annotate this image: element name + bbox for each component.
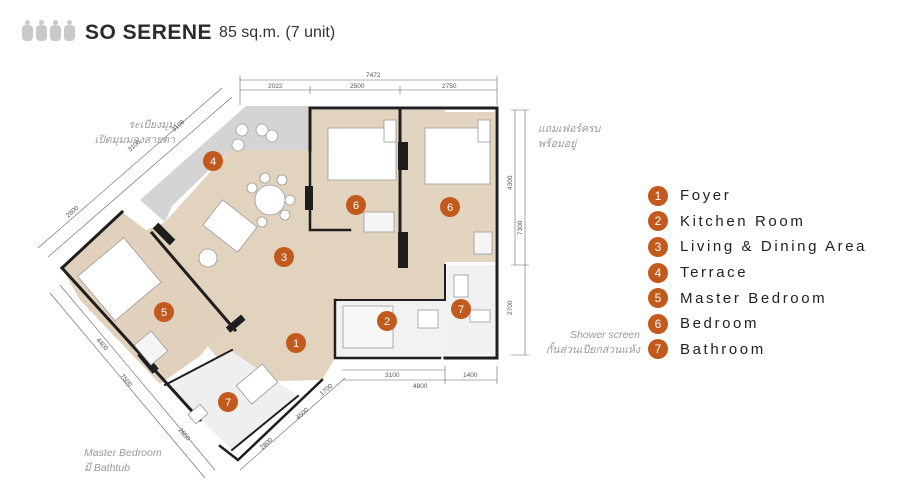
legend-number-badge: 4 xyxy=(648,262,668,283)
note-corner-view: ระเบียงมุม เปิดมุมมองสายตา xyxy=(94,119,175,146)
dim-bottom-a: 3100 xyxy=(385,372,400,379)
room-legend: 1 Foyer 2 Kitchen Room 3 Living & Dining… xyxy=(648,183,867,362)
shower-toilet xyxy=(453,274,469,298)
bed-1-pillow xyxy=(383,119,397,143)
dim-top-c: 2750 xyxy=(442,83,457,90)
legend-item-foyer: 1 Foyer xyxy=(648,183,867,209)
bed-2-pillow xyxy=(477,119,491,143)
dim-bot-diag-b: 4500 xyxy=(295,406,311,421)
svg-text:4: 4 xyxy=(210,156,216,168)
dim-bot-diag-c: 1700 xyxy=(319,382,335,397)
dimension-lines xyxy=(37,76,529,479)
unit-count: (7 unit) xyxy=(285,24,336,41)
legend-number-badge: 2 xyxy=(648,211,668,232)
svg-text:6: 6 xyxy=(353,200,359,212)
wardrobe-1 xyxy=(363,211,395,233)
legend-number-badge: 7 xyxy=(648,339,668,360)
note-furniture: แถมเฟอร์ครบ พร้อมอยู่ xyxy=(538,123,601,150)
plan-badge-terrace: 4 xyxy=(203,151,223,171)
legend-number-badge: 6 xyxy=(648,313,668,334)
bath-sink xyxy=(469,309,491,323)
svg-text:7: 7 xyxy=(458,304,464,316)
svg-text:3: 3 xyxy=(281,252,287,264)
legend-item-bedroom: 6 Bedroom xyxy=(648,311,867,337)
legend-item-terrace: 4 Terrace xyxy=(648,260,867,286)
dim-right-a: 4300 xyxy=(507,175,514,190)
coffee-table xyxy=(198,248,218,268)
kitchen-sink xyxy=(417,309,439,329)
master-toilet xyxy=(187,403,209,425)
legend-number-badge: 3 xyxy=(648,236,668,257)
plan-badge-master-bedroom: 5 xyxy=(154,302,174,322)
legend-label: Terrace xyxy=(680,264,749,282)
note-shower-screen: Shower screen กั้นส่วนเปียกส่วนแห้ง xyxy=(545,329,640,356)
legend-label: Master Bedroom xyxy=(680,289,828,307)
legend-item-kitchen: 2 Kitchen Room xyxy=(648,209,867,235)
legend-label: Foyer xyxy=(680,187,732,205)
legend-label: Kitchen Room xyxy=(680,212,806,230)
dim-bottom-total: 4800 xyxy=(413,383,428,390)
dim-top-total: 7472 xyxy=(366,72,381,79)
plan-badge-foyer: 1 xyxy=(286,333,306,353)
wardrobe-2 xyxy=(473,231,493,255)
legend-label: Bathroom xyxy=(680,340,766,358)
legend-label: Bedroom xyxy=(680,315,760,333)
bathtub xyxy=(235,363,279,405)
legend-item-master-bedroom: 5 Master Bedroom xyxy=(648,285,867,311)
legend-number-badge: 5 xyxy=(648,288,668,309)
legend-number-badge: 1 xyxy=(648,185,668,206)
dim-left-c: 2800 xyxy=(65,204,81,219)
plan-badge-kitchen: 2 xyxy=(377,311,397,331)
furniture xyxy=(77,119,493,425)
svg-text:1: 1 xyxy=(293,338,299,350)
legend-item-bathroom: 7 Bathroom xyxy=(648,337,867,363)
plan-badge-bedroom-1: 6 xyxy=(346,195,366,215)
master-bed xyxy=(77,237,162,322)
dim-right-b: 2700 xyxy=(507,300,514,315)
dim-top-a: 2022 xyxy=(268,83,283,90)
plan-badge-living: 3 xyxy=(274,247,294,267)
walls xyxy=(59,106,499,462)
dim-bottom-b: 1400 xyxy=(463,372,478,379)
dim-top-b: 2500 xyxy=(350,83,365,90)
master-wardrobe xyxy=(133,330,169,366)
dim-left-f: 2650 xyxy=(176,427,191,443)
logo-dots-icon xyxy=(22,20,75,41)
project-title: SO SERENE xyxy=(85,21,213,44)
svg-text:6: 6 xyxy=(447,202,453,214)
svg-text:2: 2 xyxy=(384,316,390,328)
legend-label: Living & Dining Area xyxy=(680,238,868,256)
sofa xyxy=(202,199,258,253)
legend-item-living: 3 Living & Dining Area xyxy=(648,234,867,260)
plan-badge-bedroom-2: 6 xyxy=(440,197,460,217)
svg-text:7: 7 xyxy=(225,397,231,409)
dim-right-total: 7300 xyxy=(517,220,524,235)
dining-table xyxy=(254,184,286,216)
plan-badge-bathroom-1: 7 xyxy=(451,299,471,319)
plan-badge-bathroom-2: 7 xyxy=(218,392,238,412)
dim-left-d: 4400 xyxy=(94,337,109,353)
unit-area: 85 sq.m. xyxy=(219,24,281,41)
dim-left-e: 7500 xyxy=(118,373,133,389)
note-bathtub: Master Bedroom มี Bathtub xyxy=(84,447,162,474)
svg-text:5: 5 xyxy=(161,307,167,319)
page-header: SO SERENE 85 sq.m. (7 unit) xyxy=(22,20,335,46)
